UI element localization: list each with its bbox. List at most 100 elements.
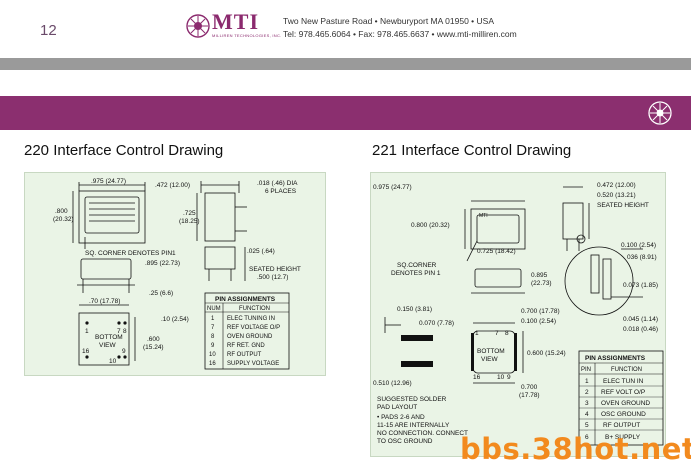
dim-220-height-left: .800 <box>55 208 68 215</box>
pin-table-221-header: PIN <box>581 367 591 373</box>
pin-table-221-fn: OVEN GROUND <box>601 400 650 407</box>
dim-220-pin-600: .600 <box>147 336 160 343</box>
bottom-view-label-220-b: VIEW <box>99 342 116 349</box>
dim-221-d100: 0.100 (2.54) <box>621 242 656 249</box>
logo-text: MTI <box>212 9 259 34</box>
section-banner <box>0 96 691 130</box>
pads-note-4: TO OSC GROUND <box>377 438 433 445</box>
dim-220-seated-val: .500 (12.7) <box>257 274 288 281</box>
pin-table-220-num: 7 <box>211 325 215 331</box>
dim-221-pin-note-1: SQ.CORNER <box>397 262 437 269</box>
dim-220-pin-600-mm: (15.24) <box>143 344 164 351</box>
dim-220-pin-spacing-10: .10 (2.54) <box>161 316 189 323</box>
dim-220-gap: .25 (6.6) <box>149 290 173 297</box>
drawing-220-panel: .975 (24.77) .472 (12.00) .800 (20.32) .… <box>24 172 326 376</box>
pin-table-221-title: PIN ASSIGNMENTS <box>585 355 646 362</box>
title-220-drawing: 220 Interface Control Drawing <box>24 142 224 159</box>
pin-table-221-num: 5 <box>585 422 589 429</box>
pin-label-221: 1 <box>475 330 479 337</box>
pin-label-221: 9 <box>507 374 511 381</box>
dim-221-d700-bottom-mm: (17.78) <box>519 392 540 399</box>
pin-table-221-fn: RF OUTPUT <box>603 422 640 429</box>
dim-220-width-top: .975 (24.77) <box>91 178 126 185</box>
dim-221-pin-note-2: DENOTES PIN 1 <box>391 270 441 277</box>
pin-table-221-num: 1 <box>585 378 589 385</box>
package-logo-221: MTI <box>479 213 488 219</box>
pin-table-221-num: 6 <box>585 434 589 441</box>
dim-220-pin-offset: .025 (.64) <box>247 248 275 255</box>
pin-label-220: 9 <box>122 348 126 355</box>
drawing-221-panel: MTI 0.975 (24.77) 0.472 (12.00) 0.520 (1… <box>370 172 666 457</box>
dim-221-h520: 0.520 (13.21) <box>597 192 636 199</box>
dim-221-h800: 0.800 (20.32) <box>411 222 450 229</box>
pin-table-221-num: 2 <box>585 389 589 396</box>
title-221-drawing: 221 Interface Control Drawing <box>372 142 572 159</box>
bottom-view-label-221-b: VIEW <box>481 356 498 363</box>
pin-table-220-num: 16 <box>209 361 216 367</box>
pin-table-220-title: PIN ASSIGNMENTS <box>215 296 276 303</box>
dim-221-d700-bottom: 0.700 <box>521 384 538 391</box>
dim-221-w895-mm: (22.73) <box>531 280 552 287</box>
pin-table-220-fn: REF VOLTAGE O/P <box>227 325 280 331</box>
pin-table-220-fn: SUPPLY VOLTAGE <box>227 361 279 367</box>
dim-221-d073: 0.073 (1.85) <box>623 282 658 289</box>
company-logo-emblem <box>186 14 210 38</box>
pads-note-3: NO CONNECTION. CONNECT <box>377 430 468 437</box>
pin-table-220-num: 10 <box>209 352 216 358</box>
dim-221-seated: SEATED HEIGHT <box>597 202 649 209</box>
pin-label-220: 16 <box>82 348 90 355</box>
pin-table-221-fn: OSC GROUND <box>601 411 646 418</box>
bottom-view-label-221: BOTTOM <box>477 348 505 355</box>
header-divider-bar <box>0 58 691 70</box>
pin-table-220-fn: OVEN GROUND <box>227 334 273 340</box>
site-watermark: bbs.38hot.net <box>460 432 691 466</box>
dim-220-height-left-mm: (20.32) <box>53 216 74 223</box>
pin-table-220-header: NUM <box>207 306 221 312</box>
dim-221-w895: 0.895 <box>531 272 548 279</box>
pin-table-220-fn: RF RET. GND <box>227 343 265 349</box>
pin-label-220: 1 <box>85 328 89 335</box>
dim-221-d100-b: 0.100 (2.54) <box>521 318 556 325</box>
pin-label-221: 16 <box>473 374 481 381</box>
pin-table-221: PIN ASSIGNMENTS PIN FUNCTION 1 ELEC TUN … <box>578 350 664 446</box>
pin-label-221: 10 <box>497 374 505 381</box>
pin-table-221-num: 3 <box>585 400 589 407</box>
dim-221-d700-top: 0.700 (17.78) <box>521 308 560 315</box>
pin-table-221-num: 4 <box>585 411 589 418</box>
pin-table-220-fn: RF OUTPUT <box>227 352 262 358</box>
pads-note-2: 11-15 ARE INTERNALLY <box>377 422 450 429</box>
dim-221-d510: 0.510 (12.96) <box>373 380 412 387</box>
drawing-221-diagram: MTI 0.975 (24.77) 0.472 (12.00) 0.520 (1… <box>373 182 664 446</box>
logo-subtext: MILLIREN TECHNOLOGIES, INC. <box>212 33 282 38</box>
pin-label-221: 8 <box>505 330 509 337</box>
dim-221-d045: 0.045 (1.14) <box>623 316 658 323</box>
dim-220-side-width: .472 (12.00) <box>155 182 190 189</box>
dim-221-d150: 0.150 (3.81) <box>397 306 432 313</box>
dim-220-seated: SEATED HEIGHT <box>249 266 301 273</box>
dim-221-d018: 0.018 (0.46) <box>623 326 658 333</box>
dim-221-d036: 036 (8.91) <box>627 254 657 261</box>
pin-table-221-header: FUNCTION <box>611 367 642 373</box>
page-number: 12 <box>40 22 57 39</box>
dim-220-height-side-mm: (18.25) <box>179 218 200 225</box>
pin-table-221-fn: ELEC TUN IN <box>603 378 644 385</box>
pin-table-221-fn: REF VOLT O/P <box>601 389 645 396</box>
bottom-view-label-220: BOTTOM <box>95 334 123 341</box>
company-address: Two New Pasture Road • Newburyport MA 01… <box>283 16 494 26</box>
pin-table-220-num: 9 <box>211 343 215 349</box>
dim-221-w472: 0.472 (12.00) <box>597 182 636 189</box>
pin-label-220: 10 <box>109 358 117 365</box>
pin-table-220-num: 8 <box>211 334 215 340</box>
pin-label-220: 8 <box>123 328 127 335</box>
dim-220-pin-spacing-70: .70 (17.78) <box>89 298 120 305</box>
banner-logo-icon <box>648 101 672 125</box>
pin-label-221: 7 <box>495 330 499 337</box>
pads-note-1: • PADS 2-6 AND <box>377 414 425 421</box>
dim-221-d600: 0.600 (15.24) <box>527 350 566 357</box>
pin-label-220: 7 <box>117 328 121 335</box>
pad-layout-label-1: SUGGESTED SOLDER <box>377 396 447 403</box>
pin-table-220-fn: ELEC TUNING IN <box>227 316 275 322</box>
pin-table-221-fn: B+ SUPPLY <box>605 434 641 441</box>
dim-221-d070: 0.070 (7.78) <box>419 320 454 327</box>
dim-221-w725: 0.725 (18.42) <box>477 248 516 255</box>
